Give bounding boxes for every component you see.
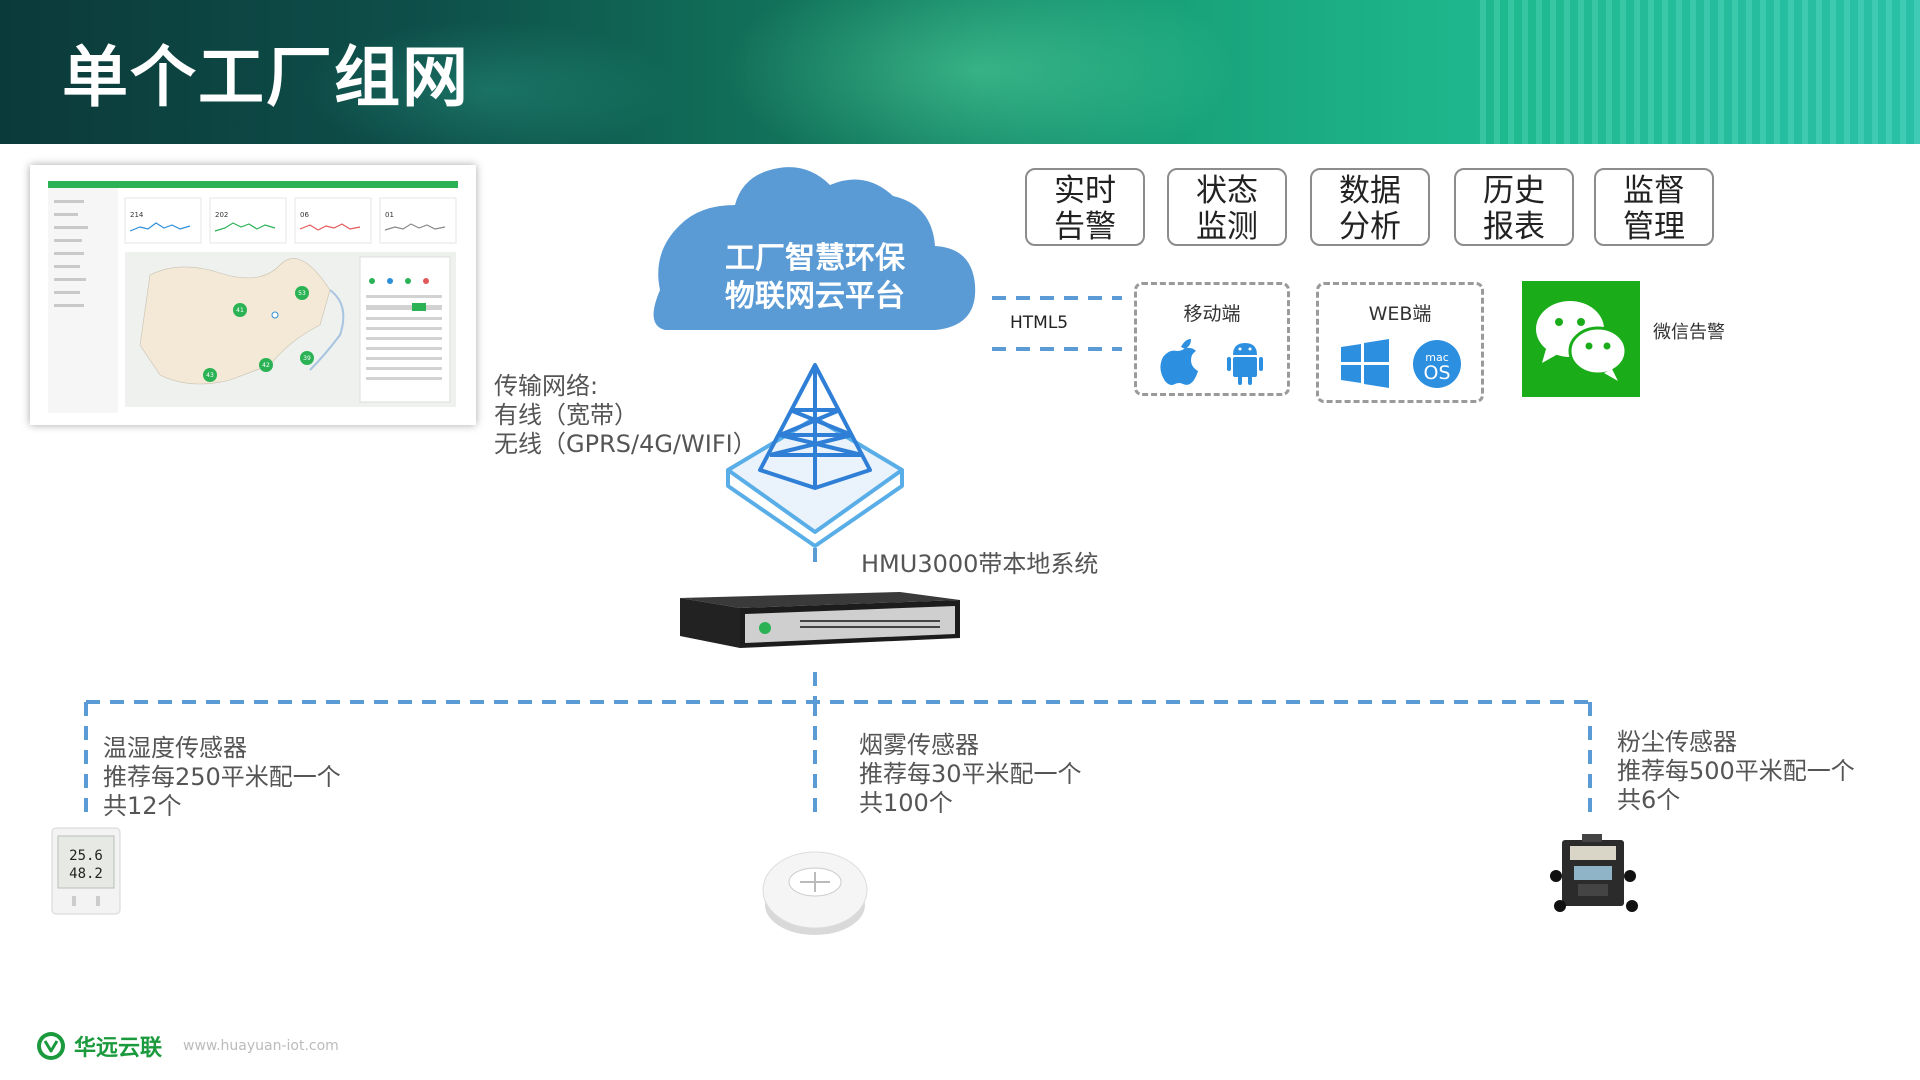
macos-icon: mac OS xyxy=(1413,340,1461,388)
network-line: 传输网络: xyxy=(494,372,599,400)
feature-history-report: 历史 报表 xyxy=(1454,168,1574,246)
cloud-platform-label: 工厂智慧环保 物联网云平台 xyxy=(700,240,930,316)
macos-label: OS xyxy=(1423,362,1450,384)
feature-label-line: 状态 xyxy=(1196,173,1258,209)
web-client-box: WEB端 mac OS xyxy=(1316,282,1484,403)
macos-label: mac xyxy=(1425,351,1449,364)
feature-label-line: 实时 xyxy=(1054,173,1116,209)
transmission-network-text: 传输网络: 有线（宽带） 无线（GPRS/4G/WIFI） xyxy=(494,372,757,459)
mobile-client-label: 移动端 xyxy=(1183,303,1241,325)
apple-icon xyxy=(1160,339,1198,385)
sensor-recommend: 推荐每250平米配一个 xyxy=(103,763,341,791)
sensor-name: 粉尘传感器 xyxy=(1617,728,1737,756)
cloud-platform-icon xyxy=(653,167,976,330)
header-banner: 单个工厂组网 xyxy=(0,0,1920,144)
footer-logo: 华远云联 xyxy=(36,1030,162,1062)
feature-label-line: 历史 xyxy=(1483,173,1545,209)
hmu3000-label: HMU3000带本地系统 xyxy=(861,550,1099,578)
banner-decoration xyxy=(300,20,680,144)
cloud-label-line: 物联网云平台 xyxy=(725,279,905,314)
map-marker-label: 39 xyxy=(303,355,311,362)
sensor-name: 温湿度传感器 xyxy=(103,734,247,762)
feature-label-line: 分析 xyxy=(1339,209,1401,245)
android-icon xyxy=(1227,343,1263,385)
temp-humidity-sensor-text: 温湿度传感器 推荐每250平米配一个 共12个 xyxy=(103,734,341,821)
map-marker-label: 42 xyxy=(262,362,270,369)
sensor-recommend: 推荐每500平米配一个 xyxy=(1617,757,1855,785)
dust-sensor-text: 粉尘传感器 推荐每500平米配一个 共6个 xyxy=(1617,728,1855,815)
web-client-label: WEB端 xyxy=(1368,303,1432,325)
feature-supervision: 监督 管理 xyxy=(1594,168,1714,246)
cloud-label-line: 工厂智慧环保 xyxy=(725,241,905,276)
stat-value: 214 xyxy=(130,211,144,219)
map-marker-label: 53 xyxy=(298,290,306,297)
sensor-recommend: 推荐每30平米配一个 xyxy=(859,760,1082,788)
footer-url: www.huayuan-iot.com xyxy=(183,1038,339,1054)
sensor-count: 共100个 xyxy=(859,789,953,817)
banner-decoration xyxy=(720,0,1240,144)
sensor-count: 共6个 xyxy=(1617,786,1681,814)
sensor-name: 烟雾传感器 xyxy=(859,731,979,759)
platform-dashboard-screenshot: 214 202 06 01 41 53 43 42 39 xyxy=(30,165,476,425)
feature-label-line: 监测 xyxy=(1196,209,1258,245)
feature-label-line: 数据 xyxy=(1339,173,1401,209)
feature-realtime-alarm: 实时 告警 xyxy=(1025,168,1145,246)
banner-decoration xyxy=(1480,0,1920,144)
footer-brand: 华远云联 xyxy=(74,1036,163,1061)
map-marker-label: 41 xyxy=(236,307,244,314)
network-line: 无线（GPRS/4G/WIFI） xyxy=(494,430,757,458)
temp-humidity-sensor-icon: 25.6 48.2 xyxy=(51,827,121,915)
network-line: 有线（宽带） xyxy=(494,401,638,429)
smoke-detector-icon xyxy=(762,851,868,935)
humidity-reading: 48.2 xyxy=(69,866,103,882)
dust-sensor-icon xyxy=(1550,834,1638,912)
temp-reading: 25.6 xyxy=(69,848,103,864)
stat-value: 202 xyxy=(215,211,228,219)
brand-logo-icon xyxy=(37,1032,65,1060)
windows-icon xyxy=(1341,339,1389,388)
smoke-sensor-text: 烟雾传感器 推荐每30平米配一个 共100个 xyxy=(859,731,1082,818)
transmission-tower-icon xyxy=(726,363,904,548)
feature-label-line: 监督 xyxy=(1623,173,1685,209)
feature-label-line: 管理 xyxy=(1623,209,1685,245)
sensor-count: 共12个 xyxy=(103,792,182,820)
feature-label-line: 报表 xyxy=(1483,209,1545,245)
html5-label: HTML5 xyxy=(1010,313,1069,333)
feature-status-monitoring: 状态 监测 xyxy=(1167,168,1287,246)
feature-label-line: 告警 xyxy=(1054,209,1116,245)
mobile-client-box: 移动端 xyxy=(1134,282,1290,396)
stat-value: 01 xyxy=(385,211,394,219)
page-title: 单个工厂组网 xyxy=(62,39,470,116)
stat-value: 06 xyxy=(300,211,309,219)
map-marker-label: 43 xyxy=(206,372,214,379)
wechat-icon xyxy=(1522,281,1640,397)
hmu3000-device-icon xyxy=(680,592,960,648)
feature-data-analysis: 数据 分析 xyxy=(1310,168,1430,246)
wechat-alarm-label: 微信告警 xyxy=(1653,322,1725,343)
